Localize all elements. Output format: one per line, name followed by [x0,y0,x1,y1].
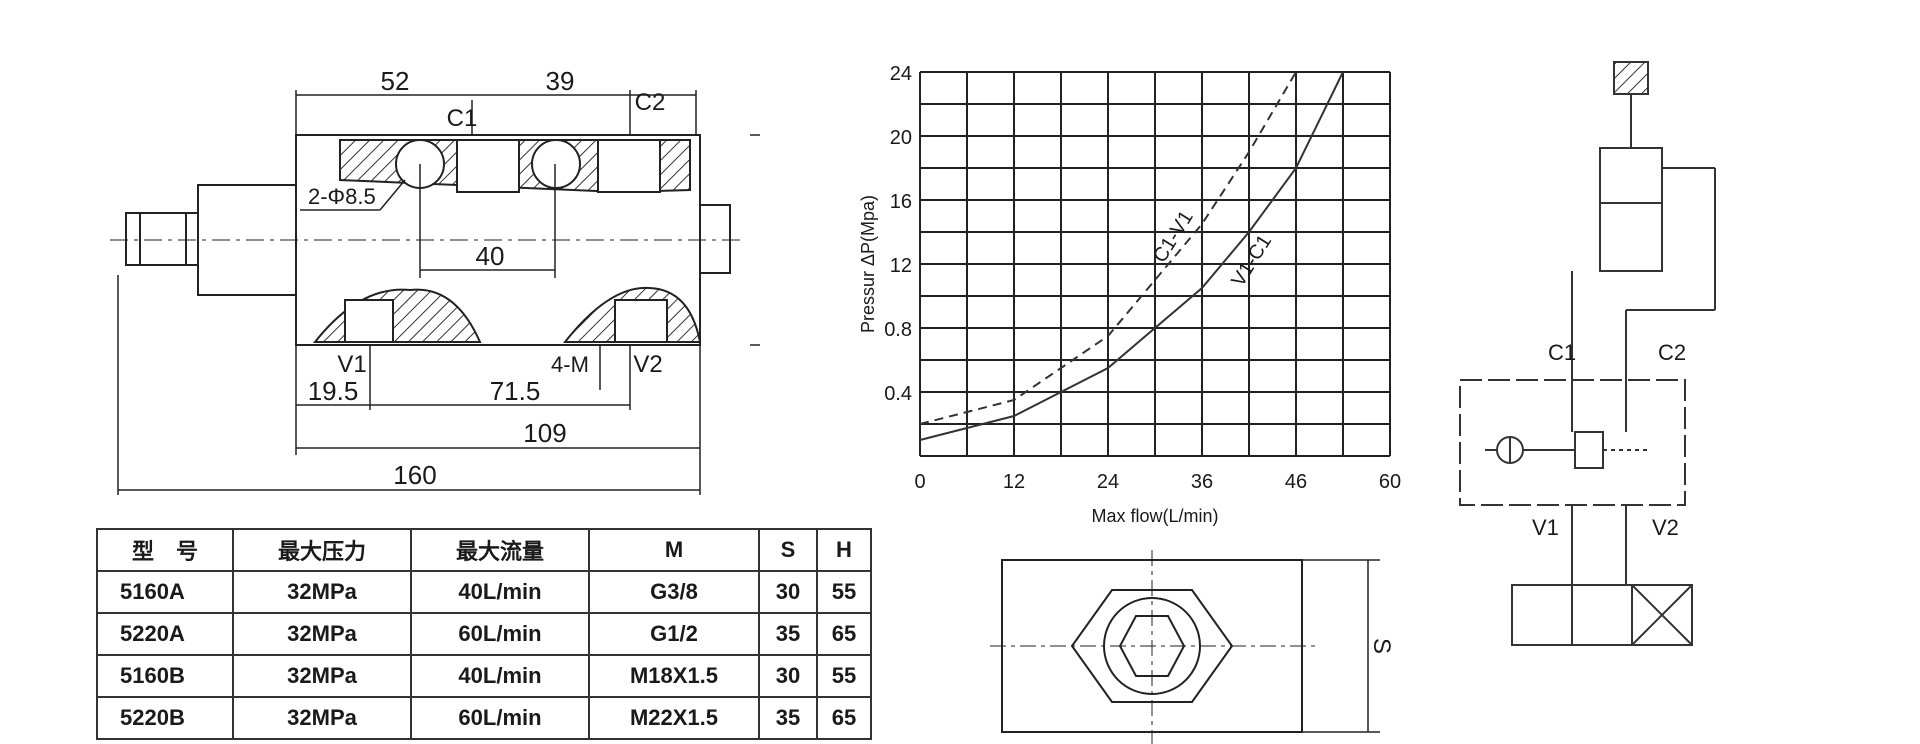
cell-m: M22X1.5 [588,696,760,740]
dim-39: 39 [546,66,575,96]
cell-m: G1/2 [588,612,760,656]
series-line [919,71,1297,425]
cell-model: 5160A [96,570,234,614]
header-m: M [588,528,760,572]
y-tick-label: 0.8 [884,319,912,341]
dim-s: S [1368,638,1395,654]
y-tick-label: 20 [890,127,912,149]
header-h: H [816,528,872,572]
cell-h: 65 [816,696,872,740]
dim-71-5: 71.5 [490,376,541,406]
cell-h: 55 [816,570,872,614]
y-tick-label: 12 [890,255,912,277]
dim-19-5: 19.5 [308,376,359,406]
cell-flow: 40L/min [410,654,590,698]
port-c1-label: C1 [447,105,478,132]
hydraulic-schematic: C1 C2 V1 V2 [1459,61,1716,646]
cell-pressure: 32MPa [232,696,412,740]
series-line [919,71,1344,441]
cell-h: 65 [816,612,872,656]
header-s: S [758,528,818,572]
schematic-c2-label: C2 [1658,340,1686,365]
dim-40: 40 [476,241,505,271]
cell-h: 55 [816,654,872,698]
table-row: 5160A 32MPa 40L/min G3/8 30 55 [96,570,872,614]
cell-m: M18X1.5 [588,654,760,698]
table-row: 5220A 32MPa 60L/min G1/2 35 65 [96,612,872,656]
x-tick-label: 0 [914,471,925,493]
x-tick-label: 60 [1379,471,1401,493]
dim-52: 52 [381,66,410,96]
cell-s: 30 [758,570,818,614]
cell-flow: 60L/min [410,696,590,740]
y-tick-label: 0.4 [884,383,912,405]
header-model: 型 号 [96,528,234,572]
cell-m: G3/8 [588,570,760,614]
spec-table: 型 号 最大压力 最大流量 M S H 5160A 32MPa 40L/min … [96,528,872,740]
spec-table-header: 型 号 最大压力 最大流量 M S H [96,528,872,572]
schematic-c1-label: C1 [1548,340,1576,365]
schematic-v2-label: V2 [1652,515,1679,540]
valve-section-drawing: 52 39 C1 C2 2-Φ8.5 40 H V1 4-M V2 19.5 7… [110,66,760,495]
x-tick-label: 24 [1097,471,1119,493]
cell-pressure: 32MPa [232,654,412,698]
dim-109: 109 [523,418,566,448]
port-v2-label: V2 [633,351,662,378]
x-tick-label: 46 [1285,471,1307,493]
y-axis-label: Pressur ΔP(Mpa) [858,195,878,333]
thread-callout: 4-M [551,352,589,377]
cell-pressure: 32MPa [232,570,412,614]
cell-flow: 40L/min [410,570,590,614]
cell-s: 35 [758,612,818,656]
table-row: 5220B 32MPa 60L/min M22X1.5 35 65 [96,696,872,740]
cell-flow: 60L/min [410,612,590,656]
series-label: C1-V1 [1149,207,1198,267]
pressure-flow-chart: 24 20 16 12 0.8 0.4 0 12 24 36 46 60 Pressur ΔP(Mpa)… [858,63,1401,526]
cell-s: 30 [758,654,818,698]
series-label: V1-C1 [1227,231,1276,291]
cell-model: 5220B [96,696,234,740]
y-tick-label: 24 [890,63,912,85]
table-row: 5160B 32MPa 40L/min M18X1.5 30 55 [96,654,872,698]
valve-end-view: S [990,550,1395,744]
x-axis-label: Max flow(L/min) [1091,506,1218,526]
y-tick-label: 16 [890,191,912,213]
port-c2-label: C2 [635,89,666,116]
header-max-flow: 最大流量 [410,528,590,572]
port-v1-label: V1 [337,351,366,378]
cell-s: 35 [758,696,818,740]
header-max-pressure: 最大压力 [232,528,412,572]
cell-model: 5160B [96,654,234,698]
cell-model: 5220A [96,612,234,656]
x-tick-label: 12 [1003,471,1025,493]
x-tick-label: 36 [1191,471,1213,493]
schematic-v1-label: V1 [1532,515,1559,540]
hole-callout: 2-Φ8.5 [308,184,376,209]
dim-160: 160 [393,460,436,490]
cell-pressure: 32MPa [232,612,412,656]
